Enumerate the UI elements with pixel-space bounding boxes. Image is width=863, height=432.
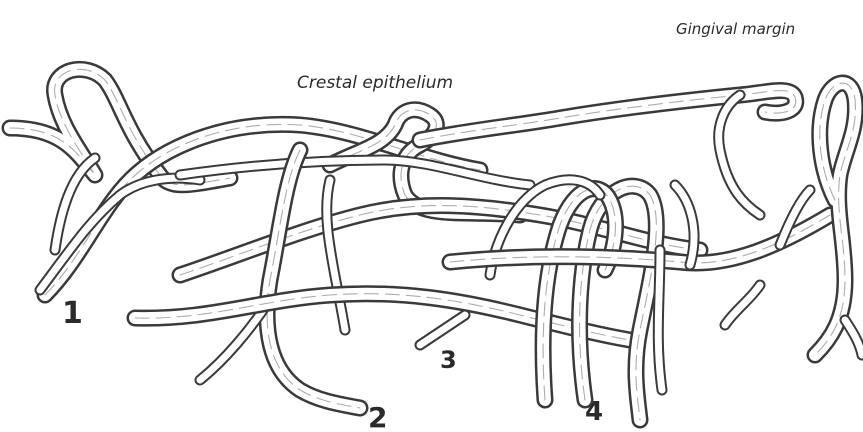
right-descending-lumen <box>658 250 662 390</box>
vessel-3-stub-lumen <box>420 315 465 345</box>
gingival-branch <box>845 320 862 355</box>
gingival-margin-label: Gingival margin <box>676 20 795 38</box>
vessel-label-2: 2 <box>368 401 387 432</box>
vessel-3-stub <box>420 315 465 345</box>
vessel-3 <box>135 294 630 340</box>
vessel-2-side <box>327 180 345 330</box>
right-descending <box>658 250 662 390</box>
right-branch-b <box>725 285 760 325</box>
vessel-label-4: 4 <box>585 397 603 427</box>
vessel-label-3: 3 <box>440 346 457 374</box>
vessel-label-1: 1 <box>62 296 83 331</box>
vessel-2-lumen <box>267 150 360 408</box>
vessel-network <box>10 69 862 420</box>
crestal-epithelium-label: Crestal epithelium <box>297 73 453 93</box>
vessel-2 <box>267 150 360 408</box>
upper-arcade-return <box>719 95 760 215</box>
right-branch-b-lumen <box>725 285 760 325</box>
